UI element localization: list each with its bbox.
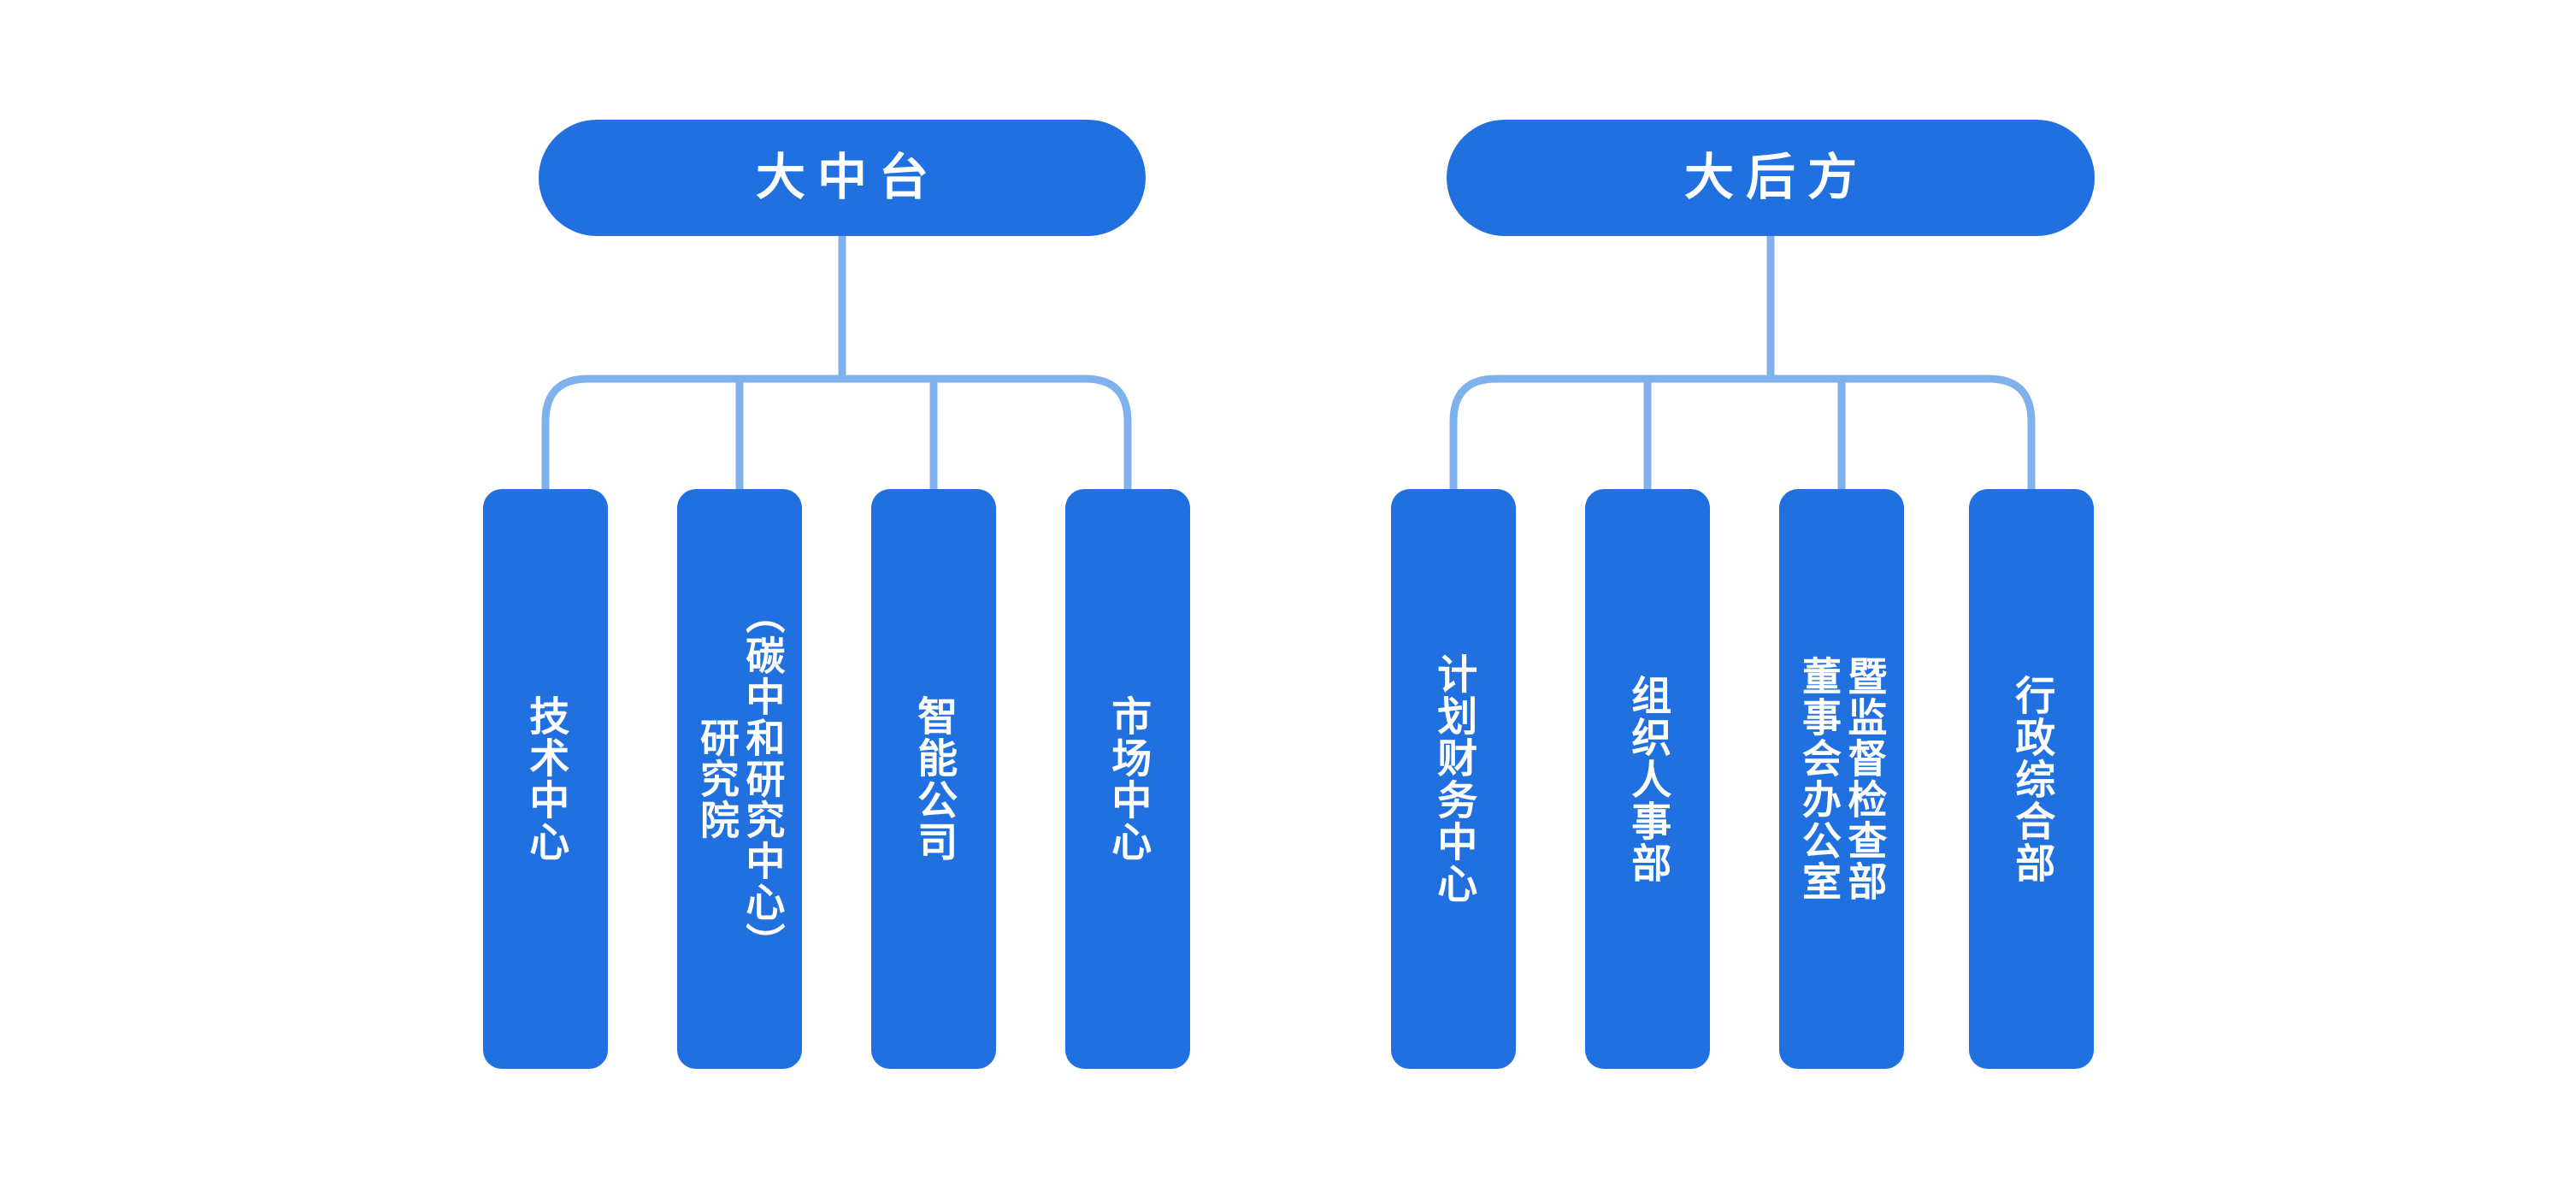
leaf-label-column: 研究院 [695,717,740,841]
connector-bus-da-zhong-tai [541,375,1132,489]
group-header-label: 大后方 [1683,150,1869,205]
connector-bus-da-hou-fang [1449,375,2036,489]
leaf-market-center[interactable]: 市场中心 [1065,489,1190,1069]
leaf-label-column: 行政综合部 [2009,674,2055,884]
leaf-label-column: 市场中心 [1105,695,1152,863]
leaf-label-column: 技术中心 [523,695,569,863]
group-header-label: 大中台 [755,150,940,205]
leaf-label-column: 计划财务中心 [1431,653,1477,905]
group-header-da-hou-fang[interactable]: 大后方 [1447,120,2095,236]
leaf-label-column: 智能公司 [911,695,958,863]
leaf-label-column: （碳中和研究中心） [740,594,786,964]
leaf-research-institute[interactable]: （碳中和研究中心）研究院 [677,489,802,1069]
leaf-intelligent-company[interactable]: 智能公司 [871,489,996,1069]
leaf-label-column: 董事会办公室 [1797,656,1842,902]
leaf-administration-department[interactable]: 行政综合部 [1969,489,2094,1069]
leaf-board-office-supervision[interactable]: 暨监督检查部董事会办公室 [1779,489,1904,1069]
leaf-technology-center[interactable]: 技术中心 [483,489,608,1069]
leaf-planning-finance-center[interactable]: 计划财务中心 [1391,489,1516,1069]
group-header-da-zhong-tai[interactable]: 大中台 [539,120,1146,236]
leaf-label-column: 暨监督检查部 [1842,656,1888,902]
leaf-org-hr-department[interactable]: 组织人事部 [1585,489,1710,1069]
leaf-label-column: 组织人事部 [1625,674,1671,884]
